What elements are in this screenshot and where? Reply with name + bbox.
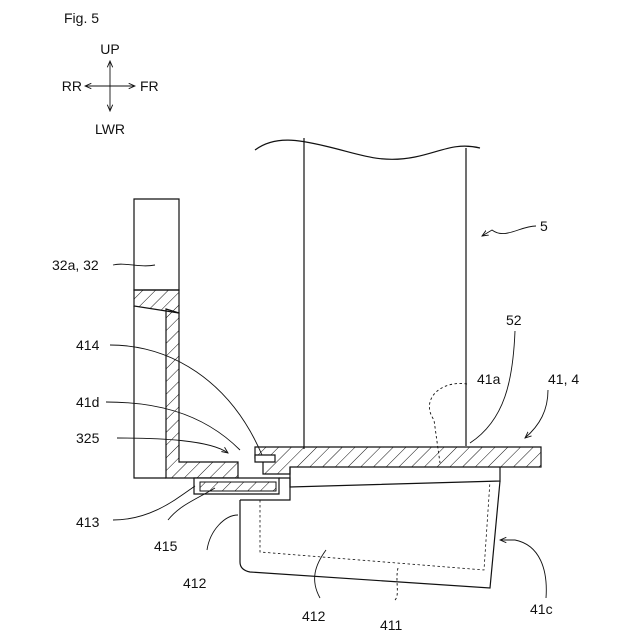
panel-32 <box>134 199 238 478</box>
compass-left-label: RR <box>62 78 82 94</box>
label-41a: 41a <box>477 371 501 387</box>
compass-up-label: UP <box>100 41 119 57</box>
label-412-bottom: 412 <box>302 608 326 624</box>
plate-41 <box>255 447 541 487</box>
label-41d: 41d <box>76 394 99 410</box>
tray-412 <box>240 481 500 588</box>
label-414: 414 <box>76 337 100 353</box>
figure-title: Fig. 5 <box>64 10 99 26</box>
label-41-4: 41, 4 <box>548 371 579 387</box>
direction-compass: UP LWR RR FR <box>62 41 159 137</box>
compass-down-label: LWR <box>95 121 125 137</box>
label-32a-32: 32a, 32 <box>52 257 99 273</box>
column-5 <box>255 138 480 449</box>
hook-414 <box>255 455 275 462</box>
label-415: 415 <box>154 538 178 554</box>
plate-hatched-body <box>255 447 541 474</box>
compass-right-label: FR <box>140 78 159 94</box>
label-411: 411 <box>380 617 403 633</box>
part-413-415 <box>194 478 290 500</box>
label-41c: 41c <box>530 601 553 617</box>
label-5: 5 <box>540 218 548 234</box>
panel-32-hatched-band <box>134 290 179 313</box>
label-412-left: 412 <box>183 575 207 591</box>
label-413: 413 <box>76 514 100 530</box>
label-325: 325 <box>76 430 100 446</box>
label-52: 52 <box>506 312 522 328</box>
